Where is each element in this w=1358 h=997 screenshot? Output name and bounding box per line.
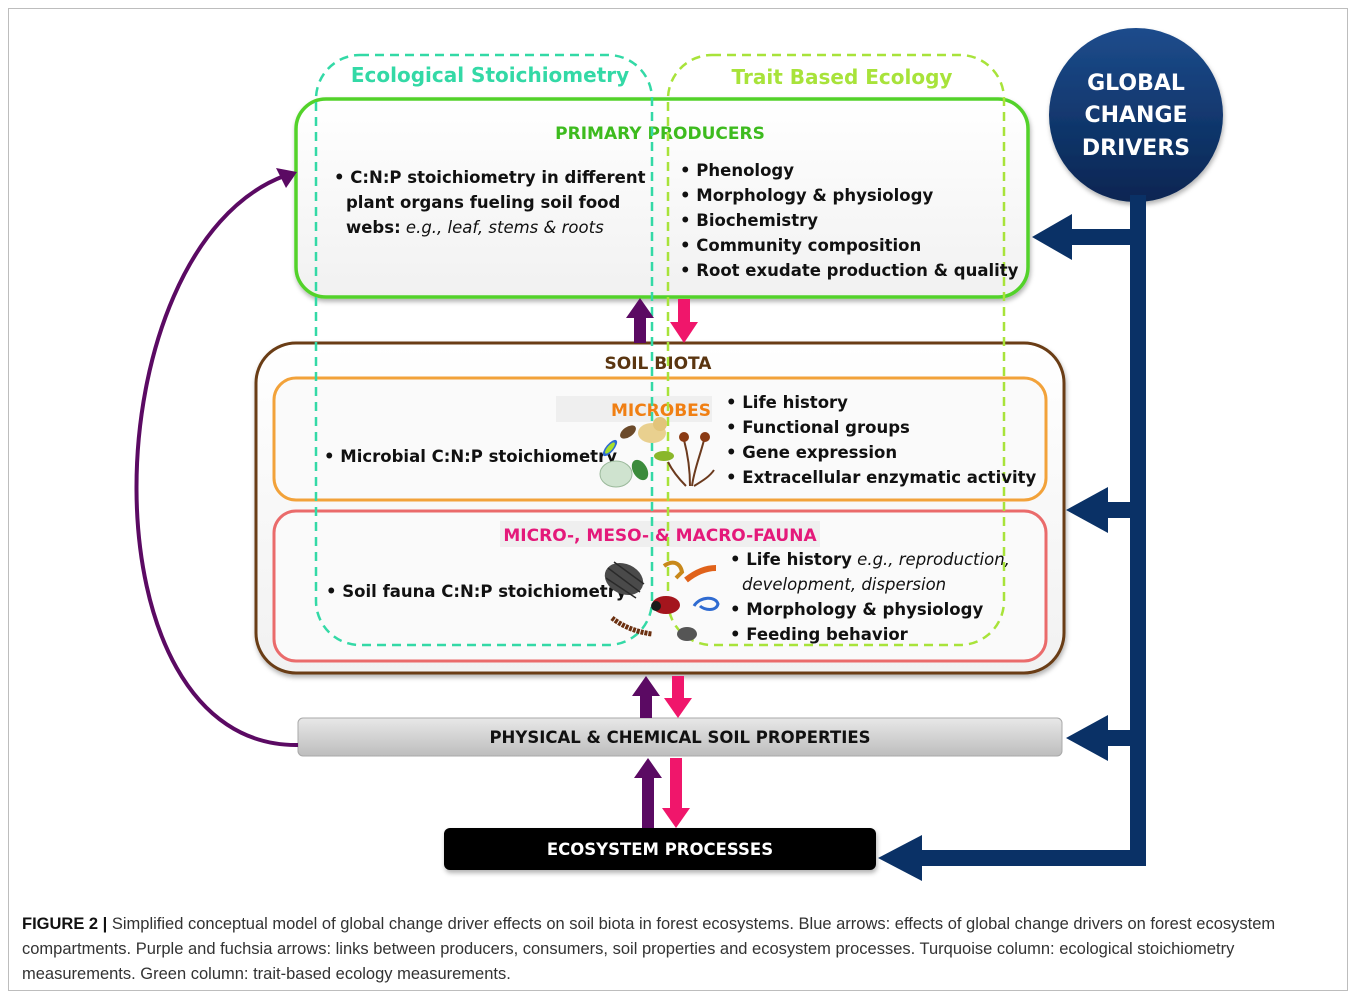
stoichiometry-column-title: Ecological Stoichiometry xyxy=(351,63,629,87)
microbes-trait-2: • Functional groups xyxy=(726,418,910,437)
producers-left-line-1: • C:N:P stoichiometry in different xyxy=(334,168,646,187)
soil-properties-label: PHYSICAL & CHEMICAL SOIL PROPERTIES xyxy=(489,728,870,747)
exchange-arrows xyxy=(626,298,698,828)
soil-properties-bar xyxy=(297,717,1063,757)
microbes-title-bg xyxy=(556,396,712,422)
trait-column xyxy=(666,53,1006,647)
fauna-trait-1: • Life history e.g., reproduction, xyxy=(730,550,1010,569)
producers-trait-2: • Morphology & physiology xyxy=(680,186,933,205)
fauna-trait-2: • Morphology & physiology xyxy=(730,600,983,619)
microbes-trait-3: • Gene expression xyxy=(726,443,897,462)
primary-producers-box xyxy=(294,97,1030,299)
microbes-trait-1: • Life history xyxy=(726,393,848,412)
global-change-line-1: GLOBAL xyxy=(1087,71,1185,96)
global-change-drivers-circle xyxy=(1049,28,1223,202)
producers-trait-5: • Root exudate production & quality xyxy=(680,261,1019,280)
driver-arrows xyxy=(878,195,1146,881)
global-change-line-2: CHANGE xyxy=(1084,103,1187,128)
ecosystem-processes-bar xyxy=(444,828,876,870)
fauna-box xyxy=(272,509,1048,663)
microbes-stoichiometry: • Microbial C:N:P stoichiometry xyxy=(324,447,617,466)
fauna-title-bg xyxy=(500,521,820,547)
ecosystem-processes-label: ECOSYSTEM PROCESSES xyxy=(547,840,773,859)
producers-trait-1: • Phenology xyxy=(680,161,794,180)
microbes-illustration xyxy=(599,417,715,488)
fauna-stoichiometry: • Soil fauna C:N:P stoichiometry xyxy=(326,582,627,601)
stoichiometry-column xyxy=(314,53,654,647)
soil-biota-title: SOIL BIOTA xyxy=(605,354,713,374)
primary-producers-title: PRIMARY PRODUCERS xyxy=(555,124,765,144)
caption-text: Simplified conceptual model of global ch… xyxy=(22,915,1276,983)
producers-feedback-arrow xyxy=(134,174,299,748)
producers-trait-3: • Biochemistry xyxy=(680,211,818,230)
fauna-trait-3: • Feeding behavior xyxy=(730,625,909,644)
trait-column-title: Trait Based Ecology xyxy=(732,65,953,89)
global-change-line-3: DRIVERS xyxy=(1082,136,1190,161)
figure-caption: FIGURE 2 | Simplified conceptual model o… xyxy=(22,912,1338,987)
fauna-trait-1-cont: development, dispersion xyxy=(742,575,946,594)
microbes-title: MICROBES xyxy=(611,401,711,421)
fauna-illustration xyxy=(604,560,720,641)
producers-left-line-2: plant organs fueling soil food xyxy=(346,193,620,212)
microbes-trait-4: • Extracellular enzymatic activity xyxy=(726,468,1037,487)
figure-label: FIGURE 2 | xyxy=(22,915,108,933)
producers-trait-4: • Community composition xyxy=(680,236,921,255)
producers-left-line-3: webs: e.g., leaf, stems & roots xyxy=(346,218,604,237)
fauna-title: MICRO-, MESO- & MACRO-FAUNA xyxy=(503,526,817,546)
